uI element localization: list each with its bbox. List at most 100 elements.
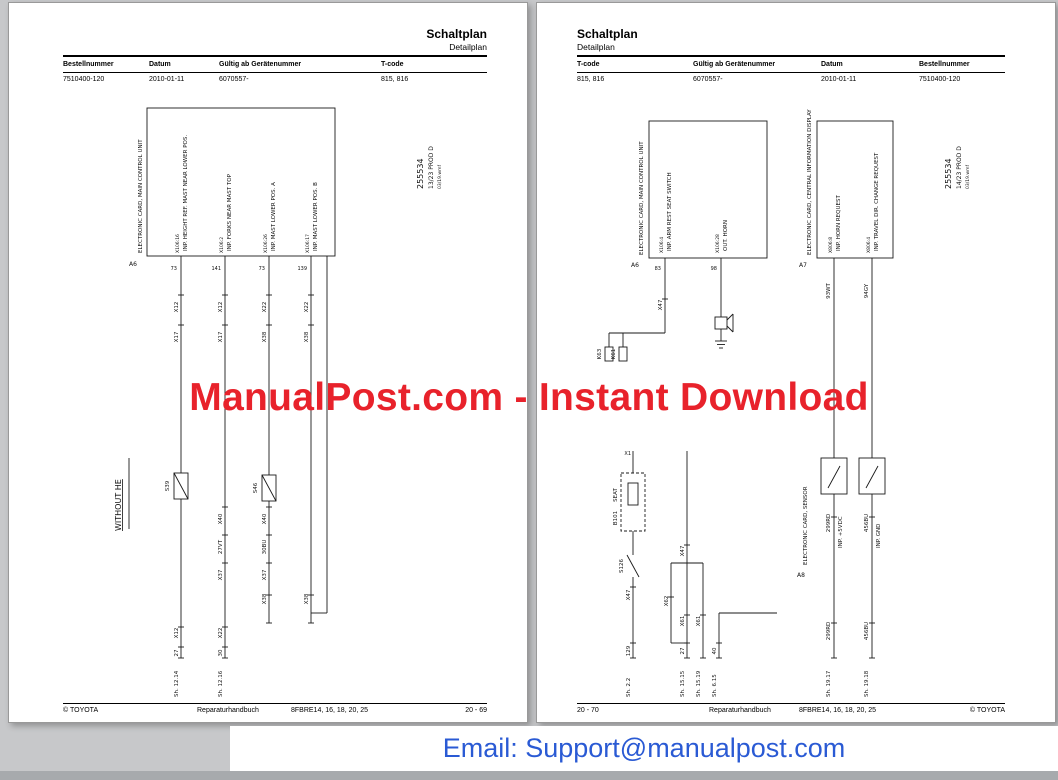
connector-box: [858, 457, 886, 495]
wire-color-label: 456BU: [864, 622, 870, 640]
ecu-box: [648, 120, 768, 259]
wire-number: 83: [655, 266, 661, 272]
info-value: 7510400-120: [63, 76, 105, 83]
connector-label: X22: [304, 302, 310, 313]
info-value: 6070557-: [219, 76, 249, 83]
info-header: Bestellnummer: [63, 61, 114, 68]
connector-label: X22: [262, 302, 268, 313]
header-rule: [63, 55, 487, 57]
switch-label: S46: [253, 482, 259, 493]
ecu-label: ELECTRONIC CARD, CENTRAL INFORMATION DIS…: [807, 109, 813, 255]
sheet-ref: Sh. 12.16: [218, 670, 224, 697]
wire-number: 30: [218, 649, 224, 656]
footer-page-number: 20 - 69: [465, 707, 487, 714]
wire-lines: [604, 120, 894, 659]
manual-page-left: Schaltplan Detailplan Bestellnummer Datu…: [8, 2, 528, 723]
email-bar: Email: Support@manualpost.com: [230, 726, 1058, 771]
connector-label: X61: [680, 616, 686, 627]
connector-label: X12: [218, 302, 224, 313]
info-value: 2010-01-11: [821, 76, 857, 83]
info-header: Datum: [821, 61, 843, 68]
page-subtitle: Detailplan: [577, 42, 615, 52]
pin-label: INP. HEIGHT REF. MAST NEAR LOWER POS.: [183, 135, 189, 251]
connector-label: X47: [680, 545, 686, 556]
page-title: Schaltplan: [577, 27, 638, 41]
wire-number: 27: [680, 647, 686, 654]
wire-number: 73: [259, 266, 265, 272]
connector-label: X47: [626, 589, 632, 600]
connector-label: X22: [218, 628, 224, 639]
taskbar-edge: [0, 771, 1058, 780]
pin-id: X106:4: [659, 237, 665, 253]
wiring-diagram-right: ELECTRONIC CARD, MAIN CONTROL UNIT A6 IN…: [597, 109, 971, 697]
connector-label: X38: [304, 593, 310, 604]
switch-label: S39: [165, 480, 171, 491]
support-email-link[interactable]: Email: Support@manualpost.com: [442, 733, 846, 763]
wire-color-label: 299RD: [826, 622, 832, 641]
footer-copyright: © TOYOTA: [63, 707, 99, 714]
display-box: [816, 120, 894, 259]
pin-id: X106:26: [263, 234, 269, 253]
info-header: Gültig ab Gerätenummer: [219, 61, 302, 68]
connector-label: X12: [174, 302, 180, 313]
wire-number: 98: [711, 266, 717, 272]
connector-label: X61: [696, 616, 702, 627]
ecu-box: [146, 107, 336, 257]
horn-icon: [714, 313, 734, 333]
info-header: Bestellnummer: [919, 61, 970, 68]
footer-models: 8FBRE14, 16, 18, 20, 25: [291, 707, 369, 714]
pin-label: INP. TRAVEL DIR. CHANGE REQUEST: [874, 152, 880, 251]
footer-copyright: © TOYOTA: [969, 707, 1005, 714]
info-value: 2010-01-11: [149, 76, 185, 83]
ecu-ref: A8: [797, 572, 805, 579]
pin-label: INP. +5VDC: [838, 516, 844, 548]
diagram-note: WITHOUT HE: [114, 479, 123, 531]
connector-label: X12: [174, 628, 180, 639]
pin-id: X806:8: [828, 237, 834, 253]
wire-number: 141: [211, 266, 221, 272]
ecu-ref: A7: [799, 262, 807, 269]
wire-number: 139: [297, 266, 307, 272]
wire-color-label: 27VT: [218, 539, 224, 554]
footer-book: Reparaturhandbuch: [197, 707, 259, 714]
footer-book: Reparaturhandbuch: [709, 707, 771, 714]
sheet-number: 255534: [944, 158, 953, 189]
relay-label: K63: [597, 348, 603, 359]
seat-sensor-box: [620, 472, 646, 532]
switch-s126: [626, 554, 640, 578]
sheet-ref: Sh. 2.2: [626, 678, 632, 697]
header-rule: [577, 55, 1005, 57]
connector-label: X17: [174, 331, 180, 342]
pin-id: X106:16: [175, 234, 181, 253]
component-ref: B101: [613, 511, 619, 525]
wire-color-label: 456BU: [864, 514, 870, 532]
sheet-index: 13/23 PROD D: [428, 146, 435, 189]
pin-label: INP. MAST LOWER POS. B: [313, 182, 319, 251]
pin-label: INP. ARM REST SEAT SWITCH: [667, 172, 673, 251]
switch-label: S126: [619, 559, 625, 573]
connector-label: X40: [262, 513, 268, 524]
info-header: Datum: [149, 61, 171, 68]
sheet-ref: Sh. 19.17: [826, 670, 832, 697]
connector-label: X62: [664, 596, 670, 607]
table-rule: [63, 72, 487, 73]
relay-coil: [604, 346, 614, 362]
pin-label: OUT. HORN: [723, 220, 729, 251]
connector-box: [820, 457, 848, 495]
wire-color-label: 94GY: [864, 283, 870, 298]
sheet-ref: Sh. 12.14: [174, 670, 180, 697]
pin-id: X106:28: [715, 234, 721, 253]
footer-rule: [63, 703, 487, 704]
ecu-label: ELECTRONIC CARD, MAIN CONTROL UNIT: [138, 139, 144, 253]
wire-number: 129: [626, 645, 632, 656]
wire-number: 27: [174, 649, 180, 656]
sheet-number: 255534: [416, 158, 425, 189]
sheet-ref: Sh. 15.19: [696, 670, 702, 697]
info-value: 815, 816: [577, 76, 605, 83]
pin-id: X106:2: [219, 237, 225, 253]
info-header: T-code: [381, 61, 404, 68]
pin-label: INP. HORN REQUEST: [836, 195, 842, 251]
table-rule: [577, 72, 1005, 73]
connector-label: X47: [658, 299, 664, 310]
ecu-label: ELECTRONIC CARD, SENSOR: [803, 486, 809, 565]
